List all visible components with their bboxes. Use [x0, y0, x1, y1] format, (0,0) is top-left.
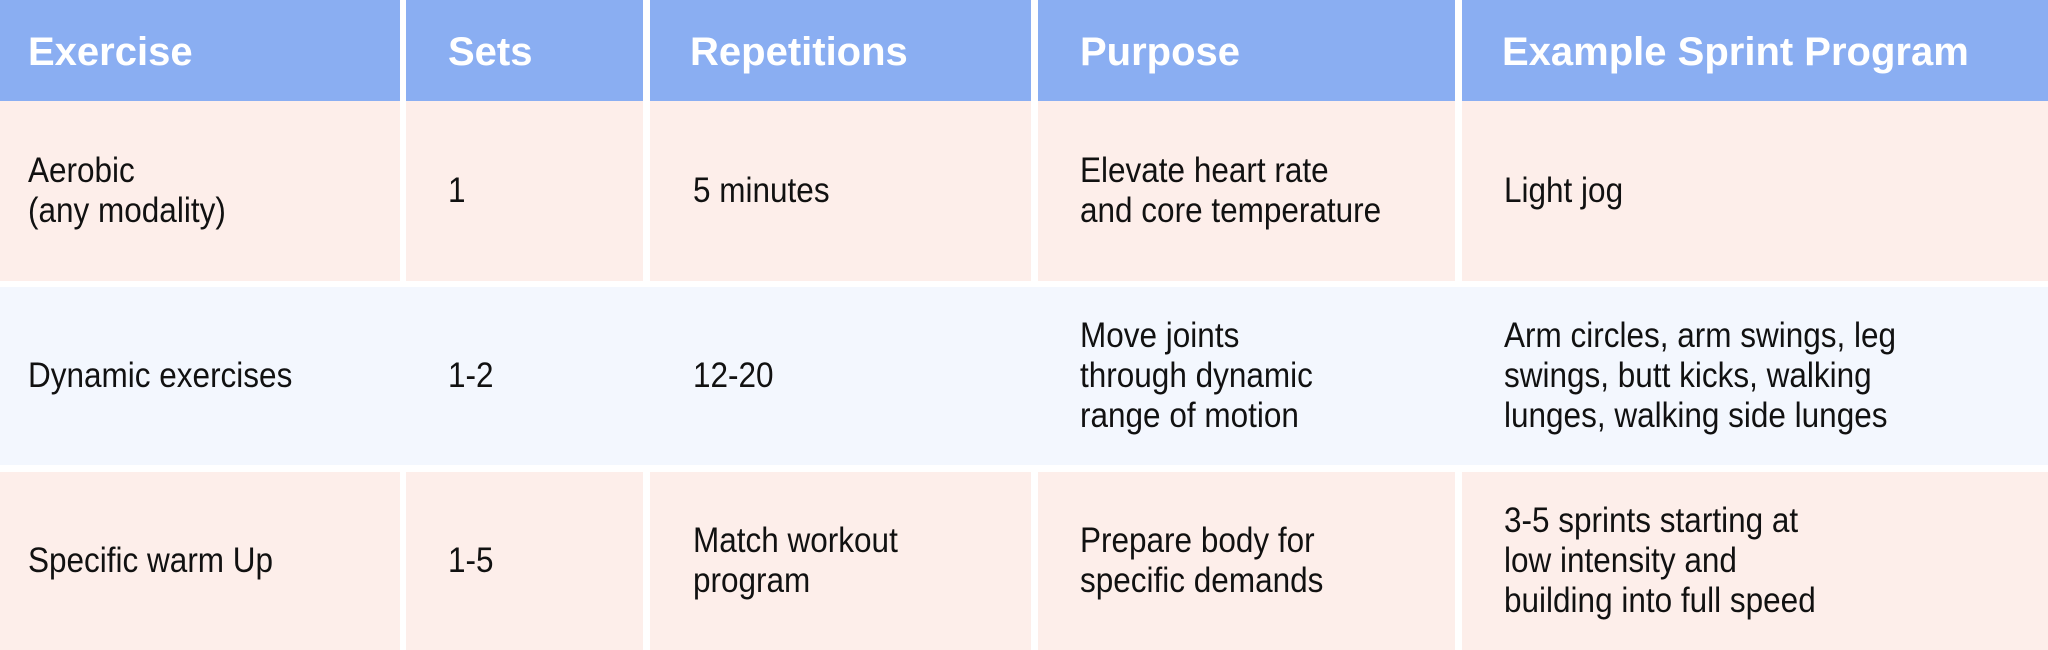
header-label: Exercise — [28, 30, 193, 74]
cell-text: Specific warm Up — [28, 541, 274, 580]
cell-text: Light jog — [1504, 171, 1624, 210]
cell-text: 1-2 — [448, 356, 494, 395]
table-row-2-example: Arm circles, arm swings, leg swings, but… — [1462, 287, 2048, 465]
table-row-3-repetitions: Match workout program — [650, 472, 1031, 650]
cell-text: 12-20 — [693, 356, 774, 395]
header-sets: Sets — [406, 0, 643, 118]
cell-text: Match workout program — [693, 521, 898, 600]
cell-text: 1 — [448, 171, 466, 210]
header-label: Example Sprint Program — [1502, 30, 1969, 74]
table-row-2-sets: 1-2 — [406, 287, 643, 465]
header-purpose: Purpose — [1038, 0, 1455, 118]
table-row-2-purpose: Move joints through dynamic range of mot… — [1038, 287, 1455, 465]
cell-text: 1-5 — [448, 541, 494, 580]
header-repetitions: Repetitions — [650, 0, 1031, 118]
cell-text: 5 minutes — [693, 171, 830, 210]
table-row-3-example: 3-5 sprints starting at low intensity an… — [1462, 472, 2048, 650]
cell-text: Dynamic exercises — [28, 356, 293, 395]
header-example-sprint-program: Example Sprint Program — [1462, 0, 2048, 118]
cell-text: Move joints through dynamic range of mot… — [1080, 316, 1313, 435]
header-exercise: Exercise — [0, 0, 400, 118]
cell-text: Aerobic (any modality) — [28, 151, 226, 230]
cell-text: Arm circles, arm swings, leg swings, but… — [1504, 316, 1897, 435]
table-row-2-repetitions: 12-20 — [650, 287, 1031, 465]
table-row-3-exercise: Specific warm Up — [0, 472, 400, 650]
cell-text: Prepare body for specific demands — [1080, 521, 1324, 600]
table-row-1-example: Light jog — [1462, 101, 2048, 281]
table-row-1-repetitions: 5 minutes — [650, 101, 1031, 281]
table-row-1-exercise: Aerobic (any modality) — [0, 101, 400, 281]
header-label: Repetitions — [690, 30, 908, 74]
table-row-1-sets: 1 — [406, 101, 643, 281]
table-row-2-exercise: Dynamic exercises — [0, 287, 400, 465]
table-row-3-purpose: Prepare body for specific demands — [1038, 472, 1455, 650]
header-label: Purpose — [1080, 30, 1241, 74]
cell-text: 3-5 sprints starting at low intensity an… — [1504, 501, 1816, 620]
cell-text: Elevate heart rate and core temperature — [1080, 151, 1382, 230]
table-row-1-purpose: Elevate heart rate and core temperature — [1038, 101, 1455, 281]
header-label: Sets — [448, 30, 533, 74]
table-row-2-band — [0, 287, 2048, 465]
table-row-3-sets: 1-5 — [406, 472, 643, 650]
